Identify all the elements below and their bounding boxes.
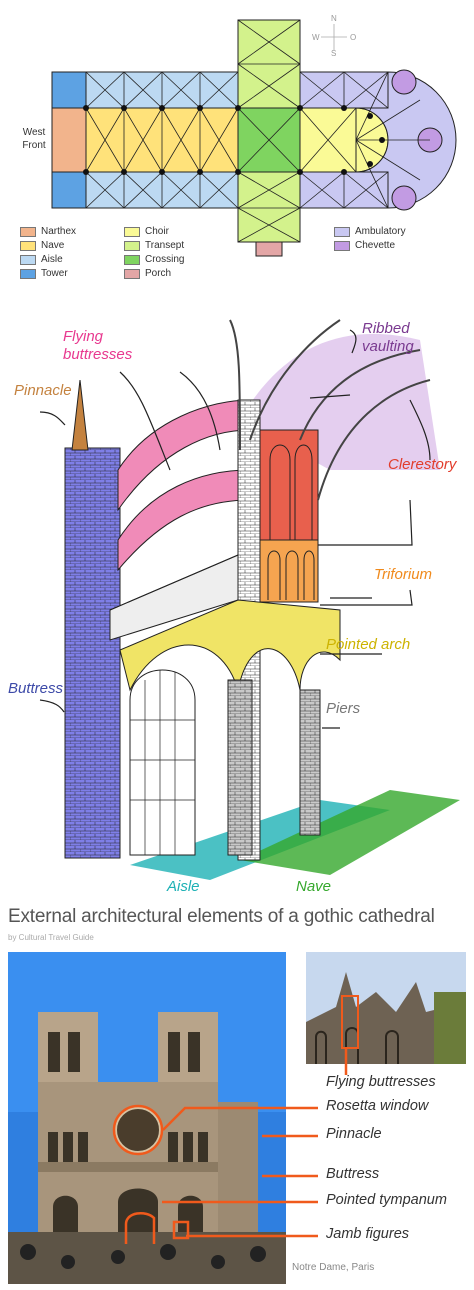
compass-e: O — [350, 33, 357, 42]
legend-label: Transept — [145, 240, 185, 251]
legend-label: Crossing — [145, 254, 185, 265]
pointed-arch-area — [119, 599, 341, 692]
legend-label: Nave — [41, 240, 65, 251]
legend-item: Narthex — [20, 226, 76, 237]
legend-item: Chevette — [334, 240, 395, 251]
legend-item: Transept — [124, 240, 184, 251]
external-label: Pinnacle — [326, 1126, 382, 1142]
compass-n: N — [331, 14, 337, 23]
pinnacle-label: Pinnacle — [14, 382, 72, 399]
legend-item: Tower — [20, 268, 68, 279]
external-byline: by Cultural Travel Guide — [8, 933, 94, 942]
legend-swatch — [20, 268, 36, 279]
legend-swatch — [124, 254, 140, 265]
legend-swatch — [334, 226, 350, 237]
pinnacle-area — [71, 379, 89, 451]
external-label: Pointed tympanum — [326, 1192, 447, 1208]
tower-south — [51, 171, 87, 209]
flying-buttresses-label: Flying buttresses — [63, 328, 133, 363]
cross-section-drawing — [39, 319, 460, 880]
west-front-label: West Front — [22, 127, 46, 151]
legend-swatch — [124, 226, 140, 237]
piers-label: Piers — [326, 700, 361, 717]
aisle-label: Aisle — [167, 878, 200, 895]
external-label: Jamb figures — [326, 1226, 410, 1242]
legend-item: Aisle — [20, 254, 63, 265]
legend-item: Porch — [124, 268, 171, 279]
legend-item: Crossing — [124, 254, 184, 265]
floor-plan — [51, 19, 457, 257]
legend-item: Choir — [124, 226, 169, 237]
ribbed-vaulting-label: Ribbed vaulting — [362, 320, 414, 355]
legend-label: Choir — [145, 226, 169, 237]
buttress-label: Buttress — [8, 680, 64, 697]
legend-swatch — [124, 268, 140, 279]
external-label: Flying buttresses — [326, 1074, 436, 1090]
legend-label: Aisle — [41, 254, 63, 265]
legend-swatch — [334, 240, 350, 251]
legend-swatch — [20, 226, 36, 237]
pointed-arch-label: Pointed arch — [326, 636, 411, 653]
photo-caption: Notre Dame, Paris — [292, 1262, 375, 1273]
tower-north — [51, 71, 87, 109]
external-callout-lines — [162, 1048, 348, 1238]
legend-swatch — [124, 240, 140, 251]
external-label: Rosetta window — [326, 1098, 429, 1114]
compass-w: W — [312, 33, 320, 42]
legend-label: Porch — [145, 268, 172, 279]
legend-swatch — [20, 254, 36, 265]
legend-swatch — [20, 240, 36, 251]
porch-area — [255, 241, 283, 257]
clerestory-label: Clerestory — [388, 456, 457, 473]
nave-label: Nave — [296, 878, 332, 895]
legend-item: Nave — [20, 240, 64, 251]
external-title: External architectural elements of a got… — [8, 906, 435, 927]
compass-icon — [321, 24, 347, 50]
compass-s: S — [331, 49, 337, 58]
legend-label: Narthex — [41, 226, 77, 237]
legend-label: Ambulatory — [355, 226, 406, 237]
chevette-3 — [391, 185, 417, 211]
flying-buttress-photo — [306, 952, 466, 1064]
nave-floor — [240, 790, 460, 875]
clerestory-area — [259, 429, 319, 541]
narthex-area — [51, 107, 87, 173]
external-label: Buttress — [326, 1166, 380, 1182]
triforium-label: Triforium — [374, 566, 433, 583]
legend-item: Ambulatory — [334, 226, 406, 237]
triforium-area — [259, 539, 319, 603]
legend-label: Tower — [41, 268, 68, 279]
chevette-1 — [391, 69, 417, 95]
legend-label: Chevette — [355, 240, 396, 251]
